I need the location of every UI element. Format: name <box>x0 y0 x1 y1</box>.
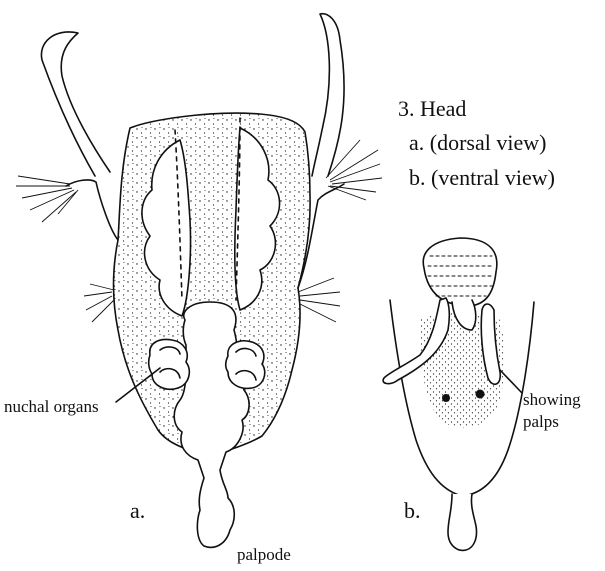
label-nuchal-organs: nuchal organs <box>4 397 99 417</box>
panel-label-a: a. <box>130 498 145 524</box>
panel-label-b: b. <box>404 498 421 524</box>
nuchal-organ-right <box>226 341 265 389</box>
ventral-palpode <box>448 494 477 550</box>
label-palps: palps <box>523 412 559 432</box>
dorsal-view-drawing <box>41 14 344 548</box>
label-showing: showing <box>523 390 581 410</box>
label-palpode: palpode <box>237 545 291 565</box>
nuchal-organ-left <box>149 340 190 390</box>
caption-title: 3. Head <box>398 96 466 122</box>
caption-view-b: b. (ventral view) <box>409 165 555 191</box>
left-antenna <box>41 32 110 176</box>
left-chaetae <box>16 176 114 322</box>
caption-view-a: a. (dorsal view) <box>409 130 546 156</box>
right-chaetae <box>298 140 382 322</box>
right-antenna <box>312 14 344 176</box>
